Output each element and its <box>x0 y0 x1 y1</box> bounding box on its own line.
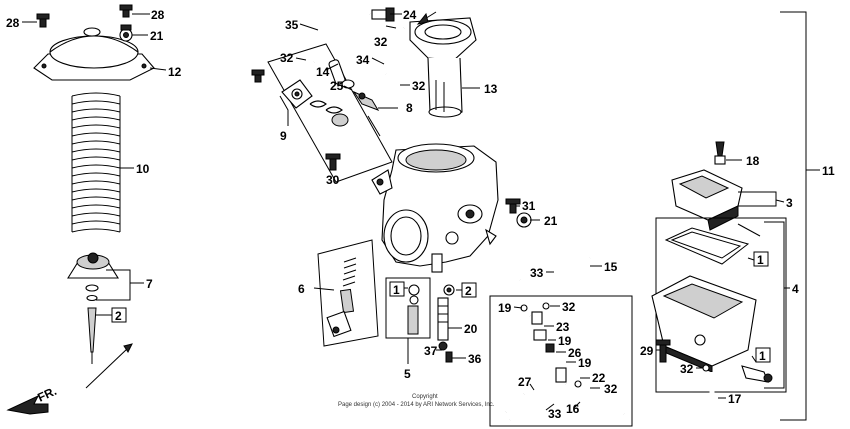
top-cover-part[interactable] <box>33 13 155 81</box>
gasket-part[interactable] <box>664 227 750 265</box>
float-chamber-part[interactable] <box>651 275 757 373</box>
needle-jet-part[interactable] <box>437 297 449 351</box>
label-32-mid: 32 <box>412 79 426 93</box>
label-21-right: 21 <box>544 214 558 228</box>
label-7: 7 <box>146 277 153 291</box>
pilot-screw-box <box>317 239 379 347</box>
label-36: 36 <box>468 352 482 366</box>
label-28-right: 28 <box>151 8 165 22</box>
label-29: 29 <box>640 344 654 358</box>
clamp-part[interactable] <box>119 24 133 42</box>
label-16: 16 <box>566 402 580 416</box>
label-31: 31 <box>522 199 536 213</box>
hose-kit-box <box>489 295 633 427</box>
copyright-line1: Copyright <box>412 394 438 400</box>
screw-30-part[interactable] <box>325 153 341 171</box>
clamp-21-part[interactable] <box>516 212 532 228</box>
small-screw-part[interactable] <box>251 69 265 83</box>
front-direction-arrow: FR. <box>6 343 133 415</box>
copyright-notice: Copyright Page design (c) 2004 - 2014 by… <box>338 394 495 408</box>
label-4: 4 <box>792 282 799 296</box>
label-24: 24 <box>403 8 417 22</box>
float-part[interactable] <box>671 169 761 237</box>
float-valve-part[interactable] <box>714 141 726 165</box>
spring-part[interactable] <box>71 92 121 233</box>
screw-36-part[interactable] <box>445 351 453 363</box>
label-6: 6 <box>298 282 305 296</box>
label-28-left: 28 <box>6 16 20 30</box>
copyright-line2: Page design (c) 2004 - 2014 by ARI Netwo… <box>338 402 495 408</box>
boxed-label-1-jet: 1 <box>393 283 400 297</box>
boxed-callouts: 2 1 2 1 1 <box>111 251 771 363</box>
float-chamber-box <box>655 217 787 393</box>
diaphragm-piston-part[interactable] <box>67 252 119 302</box>
label-26: 26 <box>568 346 582 360</box>
main-jet-part[interactable] <box>407 284 420 335</box>
pilot-screw-part[interactable] <box>326 257 357 338</box>
label-18: 18 <box>746 154 760 168</box>
label-17: 17 <box>728 392 742 406</box>
label-10: 10 <box>136 162 150 176</box>
boxed-label-2-center: 2 <box>465 284 472 298</box>
washer-part[interactable] <box>443 284 455 296</box>
label-33-top: 33 <box>530 266 544 280</box>
fr-label: FR. <box>35 384 58 405</box>
overflow-hose-part[interactable] <box>514 246 593 284</box>
label-34: 34 <box>356 53 370 67</box>
bolt-part[interactable] <box>119 4 133 18</box>
label-9: 9 <box>280 129 287 143</box>
label-32-kit-a: 32 <box>562 300 576 314</box>
label-13: 13 <box>484 82 498 96</box>
label-33-bottom: 33 <box>548 407 562 421</box>
boxed-label-1-gasket: 1 <box>757 253 764 267</box>
starter-valve-box <box>267 43 393 183</box>
label-30: 30 <box>326 173 340 187</box>
label-32-left: 32 <box>280 51 294 65</box>
screw-31-part[interactable] <box>505 198 521 214</box>
label-15: 15 <box>604 260 618 274</box>
jet-needle-part[interactable] <box>87 307 97 364</box>
label-5: 5 <box>404 367 411 381</box>
air-vent-tube-part[interactable] <box>383 26 406 75</box>
label-32-right: 32 <box>680 362 694 376</box>
label-20: 20 <box>464 322 478 336</box>
drain-tube-part[interactable] <box>702 364 715 418</box>
label-12: 12 <box>168 65 182 79</box>
label-32-kit-b: 32 <box>604 382 618 396</box>
label-19-a: 19 <box>498 301 512 315</box>
label-21-top: 21 <box>150 29 164 43</box>
label-8: 8 <box>406 101 413 115</box>
hose-kit-part[interactable] <box>504 302 625 423</box>
leader-lines <box>22 13 820 411</box>
label-32-top: 32 <box>374 35 388 49</box>
boxed-label-1-drain: 1 <box>759 349 766 363</box>
label-22: 22 <box>592 371 606 385</box>
vacuum-chamber-part[interactable] <box>409 17 477 118</box>
label-19-b: 19 <box>558 334 572 348</box>
label-3: 3 <box>786 196 793 210</box>
label-11: 11 <box>822 164 835 178</box>
label-37: 37 <box>424 344 438 358</box>
drain-screw-part[interactable] <box>655 339 671 363</box>
label-25: 25 <box>330 79 344 93</box>
label-14: 14 <box>316 65 330 79</box>
label-35: 35 <box>285 18 299 32</box>
boxed-label-2-left: 2 <box>115 309 122 323</box>
callout-labels: 28 28 21 12 10 7 35 24 32 14 25 9 8 13 3… <box>6 8 835 421</box>
label-23: 23 <box>556 320 570 334</box>
choke-lever-part[interactable] <box>281 79 349 127</box>
carburetor-body-part[interactable] <box>371 143 499 273</box>
label-27: 27 <box>518 375 532 389</box>
label-19-c: 19 <box>578 356 592 370</box>
drain-plug-part[interactable] <box>741 365 773 383</box>
